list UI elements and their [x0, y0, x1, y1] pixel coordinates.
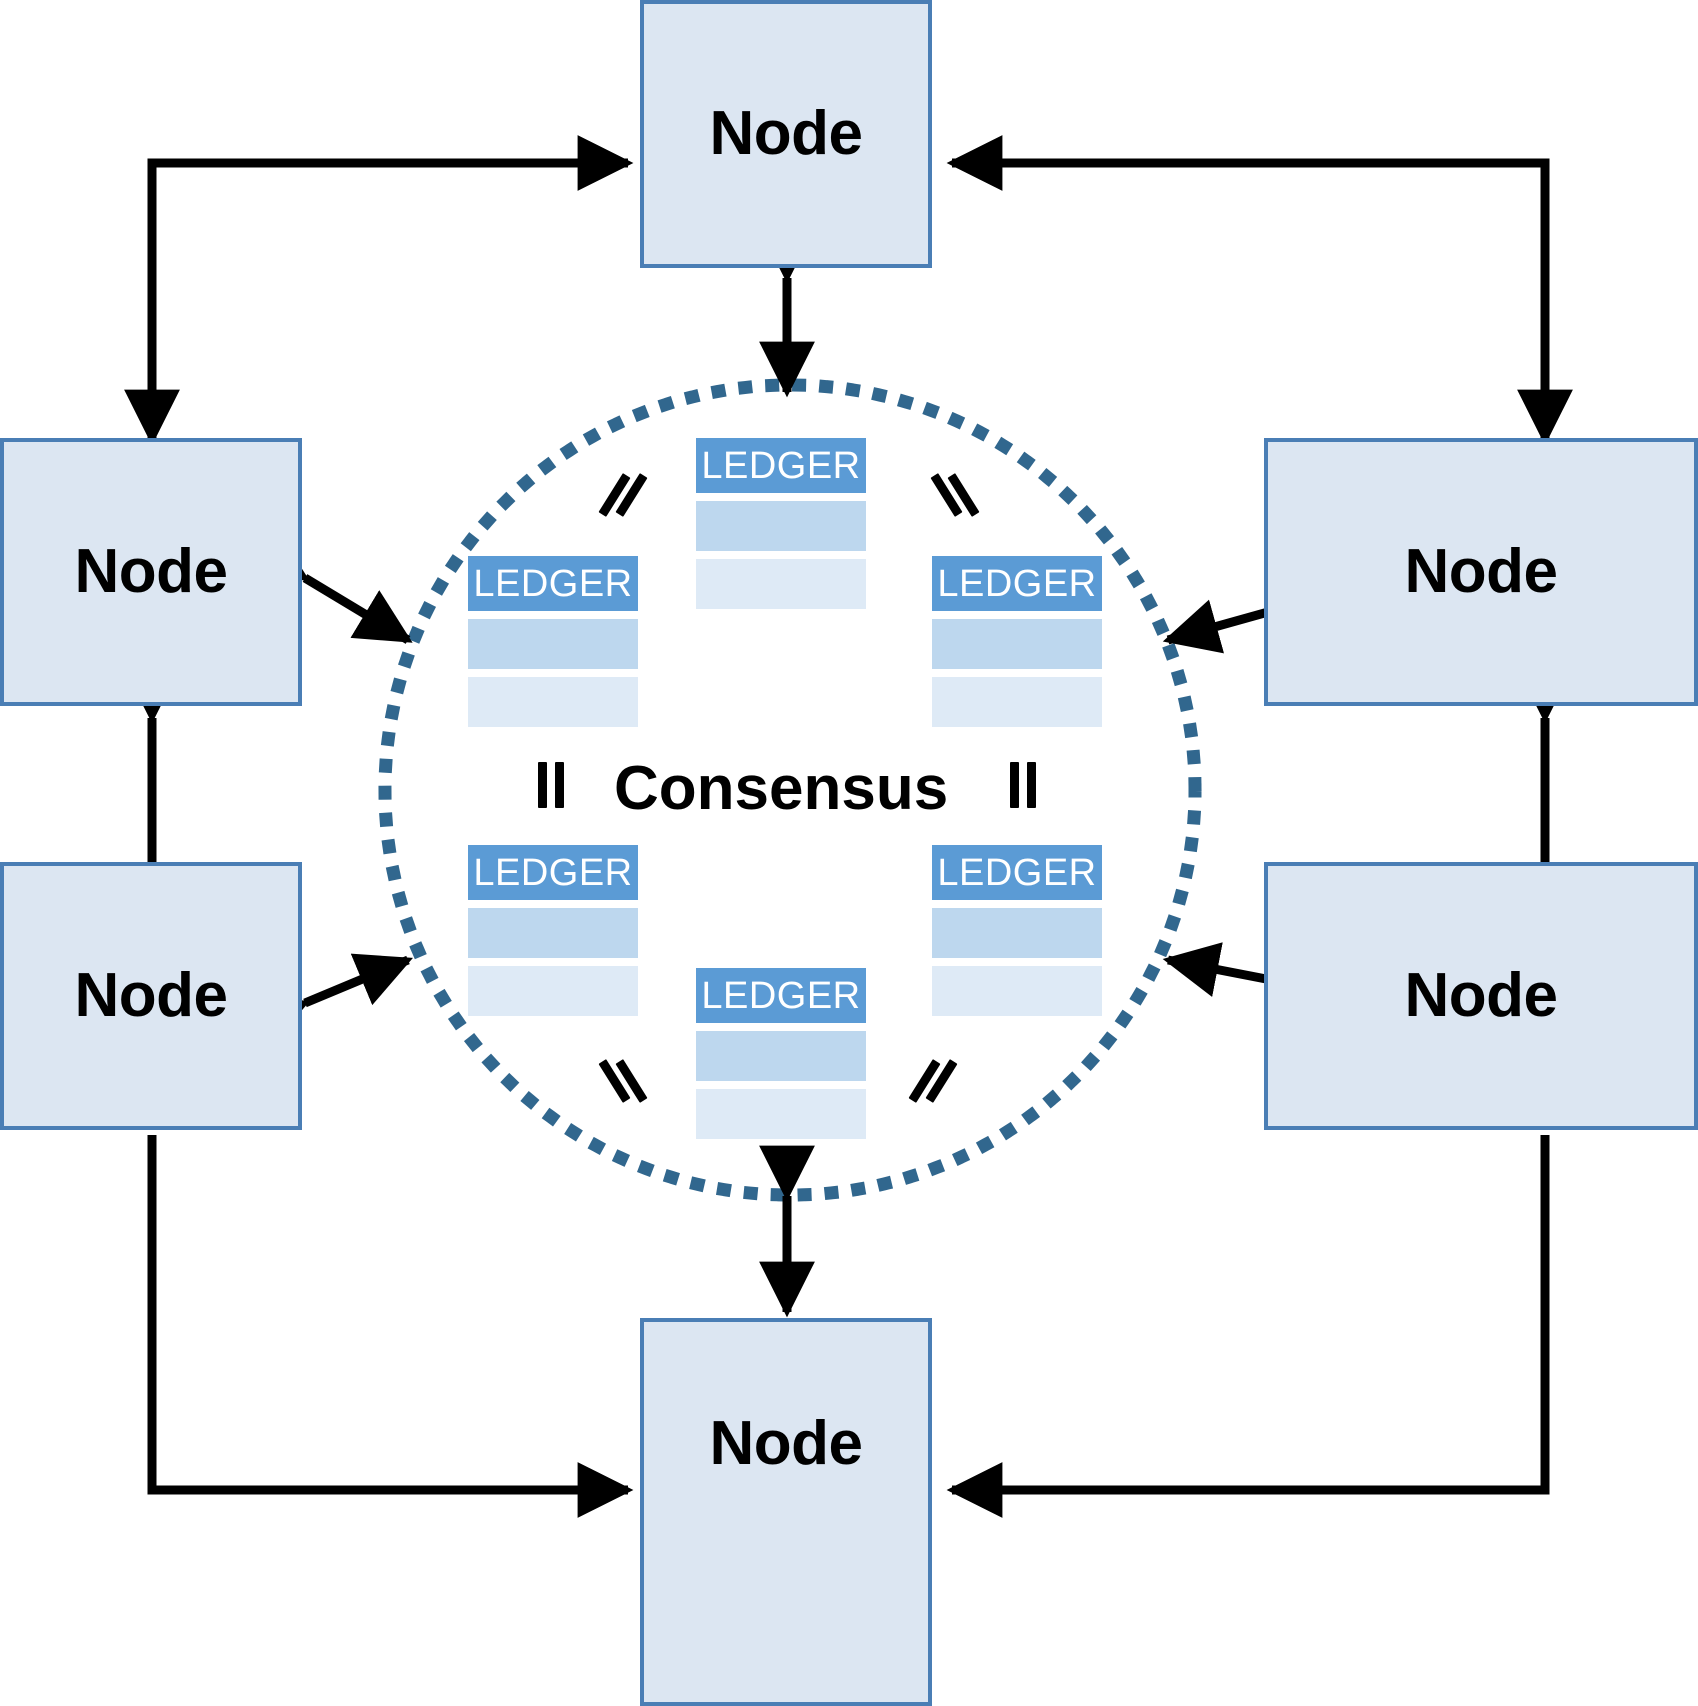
- equals-bottom-left-icon: [598, 1058, 648, 1104]
- ledger-right-upper-header: LEDGER: [932, 556, 1102, 611]
- ledger-right-upper[interactable]: LEDGER: [932, 556, 1102, 727]
- node-right-upper-label: Node: [1404, 537, 1559, 606]
- equals-middle-right-icon: [1000, 762, 1046, 808]
- equals-top-right-icon: [930, 472, 980, 518]
- node-left-upper-label: Node: [74, 537, 229, 606]
- ledger-left-lower-header: LEDGER: [468, 845, 638, 900]
- ledger-left-upper-row-1: [468, 619, 638, 669]
- node-left-lower-label: Node: [74, 961, 229, 1030]
- conn-left-lower-to-bottom: [147, 1135, 634, 1518]
- ledger-left-lower[interactable]: LEDGER: [468, 845, 638, 1016]
- ledger-right-lower[interactable]: LEDGER: [932, 845, 1102, 1016]
- consensus-label: Consensus: [614, 754, 949, 823]
- ledger-bottom[interactable]: LEDGER: [696, 968, 866, 1139]
- ledger-left-lower-row-1: [468, 908, 638, 958]
- ledger-right-lower-row-1: [932, 908, 1102, 958]
- conn-left-upper-to-top: [124, 135, 634, 446]
- conn-left-lower-to-center: [247, 953, 413, 1049]
- node-top[interactable]: Node: [640, 0, 932, 268]
- node-right-lower-label: Node: [1404, 961, 1559, 1030]
- conn-right-upper-to-top: [946, 135, 1573, 446]
- conn-left-upper-to-center: [247, 528, 413, 644]
- ledger-left-lower-row-2: [468, 966, 638, 1016]
- node-left-lower[interactable]: Node: [0, 862, 302, 1130]
- ledger-left-upper-header: LEDGER: [468, 556, 638, 611]
- node-right-lower[interactable]: Node: [1264, 862, 1698, 1130]
- node-bottom-label: Node: [709, 1409, 864, 1478]
- node-right-upper[interactable]: Node: [1264, 438, 1698, 706]
- ledger-bottom-header: LEDGER: [696, 968, 866, 1023]
- ledger-top-row-2: [696, 559, 866, 609]
- node-left-upper[interactable]: Node: [0, 438, 302, 706]
- ledger-right-lower-row-2: [932, 966, 1102, 1016]
- equals-bottom-right-icon: [908, 1058, 958, 1104]
- ledger-right-upper-row-2: [932, 677, 1102, 727]
- ledger-right-lower-header: LEDGER: [932, 845, 1102, 900]
- ledger-bottom-row-1: [696, 1031, 866, 1081]
- equals-middle-left-icon: [528, 762, 574, 808]
- ledger-left-upper-row-2: [468, 677, 638, 727]
- ledger-right-upper-row-1: [932, 619, 1102, 669]
- conn-right-lower-to-bottom: [946, 1135, 1550, 1518]
- node-bottom[interactable]: Node: [640, 1318, 932, 1706]
- equals-top-left-icon: [598, 472, 648, 518]
- ledger-top-row-1: [696, 501, 866, 551]
- node-top-label: Node: [709, 99, 864, 168]
- ledger-left-upper[interactable]: LEDGER: [468, 556, 638, 727]
- ledger-bottom-row-2: [696, 1089, 866, 1139]
- ledger-top[interactable]: LEDGER: [696, 438, 866, 609]
- ledger-top-header: LEDGER: [696, 438, 866, 493]
